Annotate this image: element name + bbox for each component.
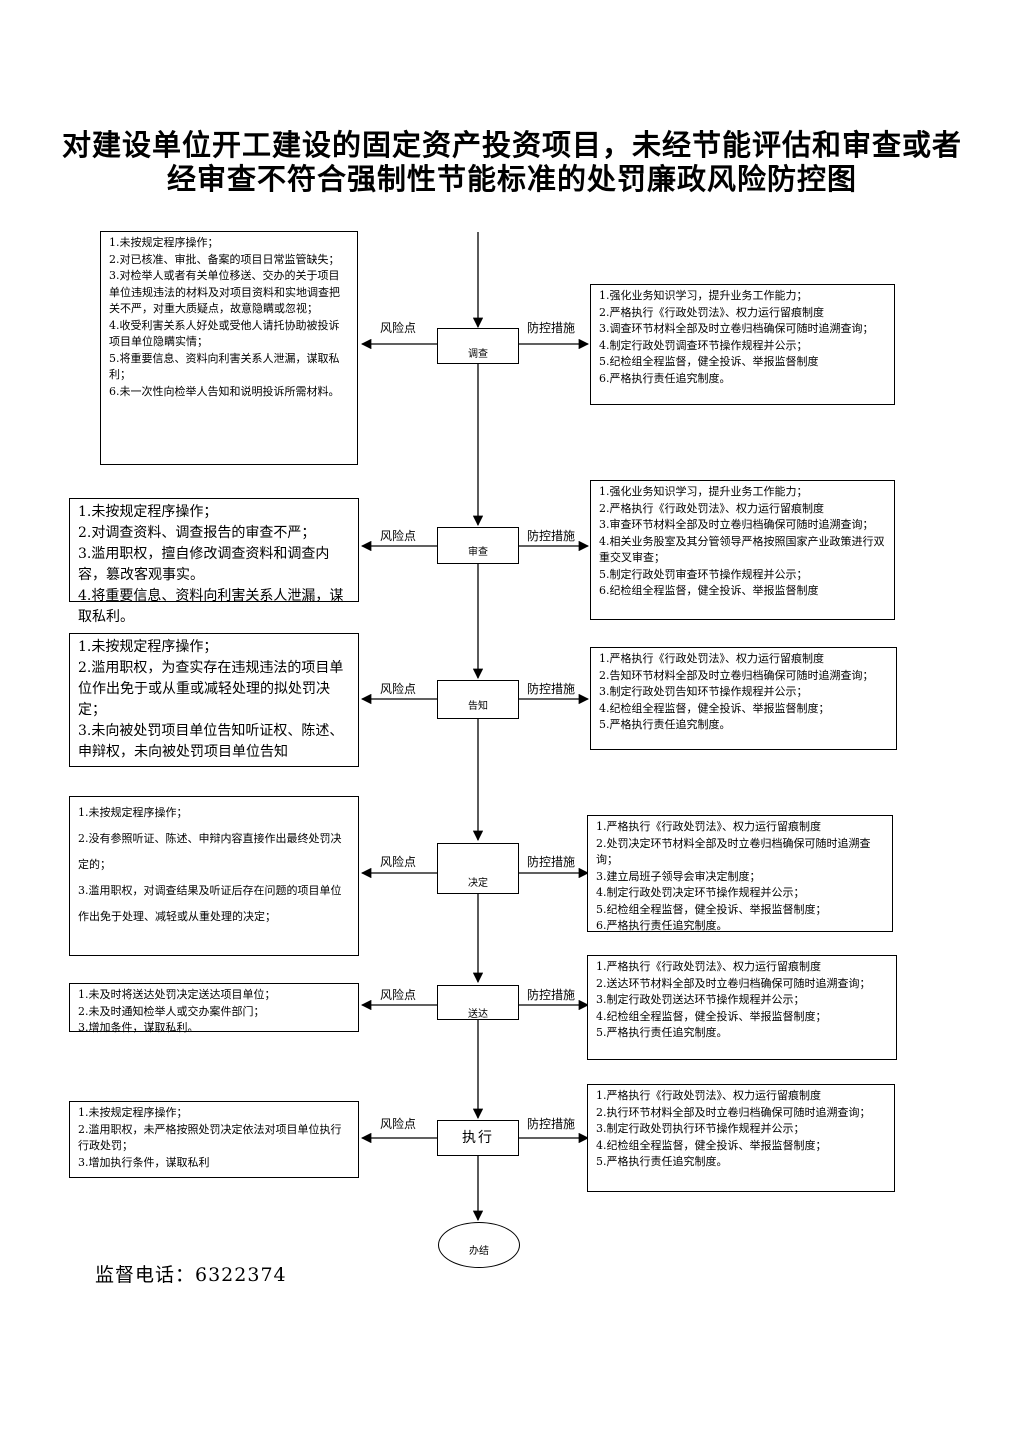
risk-label: 风险点 [380, 682, 417, 696]
risk-label: 风险点 [380, 1117, 417, 1131]
measure-box-deliver: 1.严格执行《行政处罚法》、权力运行留痕制度 2.送达环节材料全部及时立卷归档确… [587, 955, 897, 1060]
title-line-1: 对建设单位开工建设的固定资产投资项目，未经节能评估和审查或者 [61, 128, 962, 162]
risk-box-execute: 1.未按规定程序操作； 2.滥用职权，未严格按照处罚决定依法对项目单位执行行政处… [69, 1101, 359, 1178]
risk-box-decide: 1.未按规定程序操作； 2.没有参照听证、陈述、申辩内容直接作出最终处罚决定的；… [69, 796, 359, 956]
measure-label: 防控措施 [527, 855, 576, 869]
risk-box-deliver: 1.未及时将送达处罚决定送达项目单位； 2.未及时通知检举人或交办案件部门； 3… [69, 983, 359, 1034]
supervision-hotline: 监督电话：6322374 [95, 1264, 287, 1286]
measure-label: 防控措施 [527, 1117, 576, 1131]
measure-label: 防控措施 [527, 682, 576, 696]
measure-box-notify: 1.严格执行《行政处罚法》、权力运行留痕制度 2.告知环节材料全部及时立卷归档确… [590, 647, 897, 750]
title-line-2: 经审查不符合强制性节能标准的处罚廉政风险防控图 [166, 162, 857, 196]
risk-label: 风险点 [380, 529, 417, 543]
measure-box-execute: 1.严格执行《行政处罚法》、权力运行留痕制度 2.执行环节材料全部及时立卷归档确… [587, 1084, 895, 1192]
step-execute: 执行 [437, 1120, 519, 1156]
risk-label: 风险点 [380, 321, 417, 335]
risk-box-notify: 1.未按规定程序操作； 2.滥用职权，为查实存在违规违法的项目单位作出免于或从重… [69, 633, 359, 767]
risk-box-review: 1.未按规定程序操作； 2.对调查资料、调查报告的审查不严； 3.滥用职权，擅自… [69, 498, 359, 625]
risk-label: 风险点 [380, 988, 417, 1002]
risk-box-investigate: 1.未按规定程序操作； 2.对已核准、审批、备案的项目日常监管缺失； 3.对检举… [100, 231, 358, 465]
measure-box-decide: 1.严格执行《行政处罚法》、权力运行留痕制度 2.处罚决定环节材料全部及时立卷归… [587, 815, 893, 932]
end-terminal: 办结 [438, 1222, 520, 1268]
risk-label: 风险点 [380, 855, 417, 869]
step-deliver: 送达 [437, 985, 519, 1020]
measure-box-investigate: 1.强化业务知识学习，提升业务工作能力； 2.严格执行《行政处罚法》、权力运行留… [590, 284, 895, 405]
measure-box-review: 1.强化业务知识学习，提升业务工作能力； 2.严格执行《行政处罚法》、权力运行留… [590, 480, 895, 620]
measure-label: 防控措施 [527, 988, 576, 1002]
step-review: 审查 [437, 527, 519, 564]
step-investigate: 调查 [437, 328, 519, 364]
measure-label: 防控措施 [527, 529, 576, 543]
step-notify: 告知 [437, 680, 519, 719]
measure-label: 防控措施 [527, 321, 576, 335]
step-decide: 决定 [437, 843, 519, 894]
